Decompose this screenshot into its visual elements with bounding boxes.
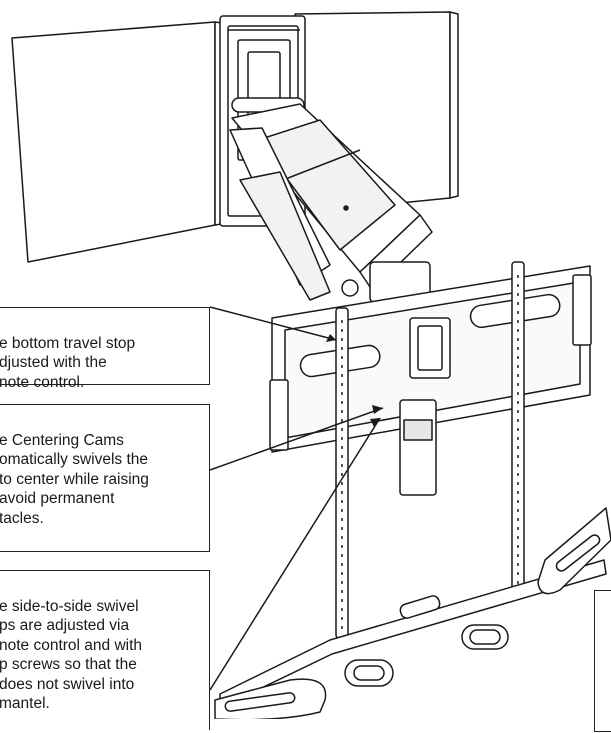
callout-centering-cams: e Centering Cams omatically swivels the … [0, 404, 210, 552]
swivel-paddle-right [537, 507, 611, 595]
left-wall-panel [11, 21, 229, 263]
tv-bracket-plate [269, 265, 592, 453]
linkage [229, 127, 431, 303]
callout-travel-stop-text: e bottom travel stop djusted with the no… [0, 334, 136, 391]
callout-travel-stop: e bottom travel stop djusted with the no… [0, 307, 210, 391]
callout-swivel-stops: e side-to-side swivel ps are adjusted vi… [0, 570, 210, 730]
leader-lines [209, 306, 384, 691]
swivel-paddle-left [214, 678, 327, 721]
centering-cams [344, 624, 509, 687]
lift-column [399, 399, 437, 496]
articulating-arm [231, 103, 433, 291]
callout-swivel-stops-text: e side-to-side swivel ps are adjusted vi… [0, 597, 143, 713]
callout-centering-cams-text: e Centering Cams omatically swivels the … [0, 431, 149, 527]
edge-callout-box [594, 590, 611, 732]
tv-strap-right [511, 261, 525, 598]
